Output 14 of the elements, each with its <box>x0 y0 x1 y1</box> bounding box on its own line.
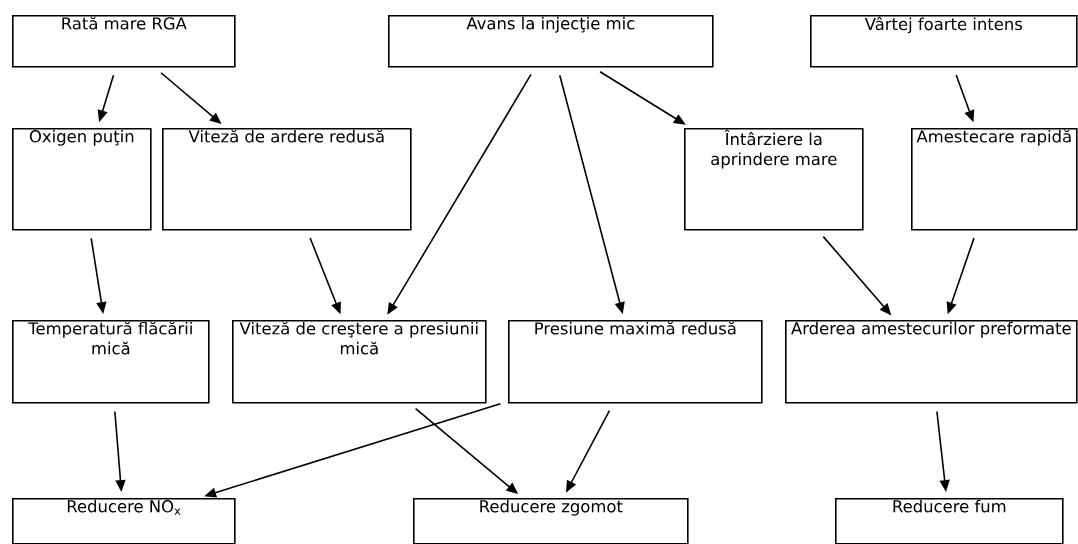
process-box: Vârtej foarte intens <box>810 15 1078 68</box>
process-box: Viteză de creştere a presiunii mică <box>232 320 487 404</box>
process-box: Rată mare RGA <box>12 15 236 68</box>
process-box: Avans la injecţie mic <box>388 15 714 68</box>
process-box: Arderea amestecurilor preformate <box>785 320 1078 404</box>
process-box: Întârziere la aprindere mare <box>684 128 864 231</box>
process-box: Viteză de ardere redusă <box>162 128 412 231</box>
process-box: Reducere NO$_{x}$ <box>12 498 236 544</box>
process-box: Reducere fum <box>835 498 1064 544</box>
process-box: Temperatură flăcării mică <box>12 320 210 404</box>
process-box: Reducere zgomot <box>413 498 689 544</box>
process-box: Presiune maximă redusă <box>508 320 763 404</box>
process-box: Oxigen puţin <box>12 128 152 231</box>
process-box: Amestecare rapidă <box>911 128 1078 231</box>
